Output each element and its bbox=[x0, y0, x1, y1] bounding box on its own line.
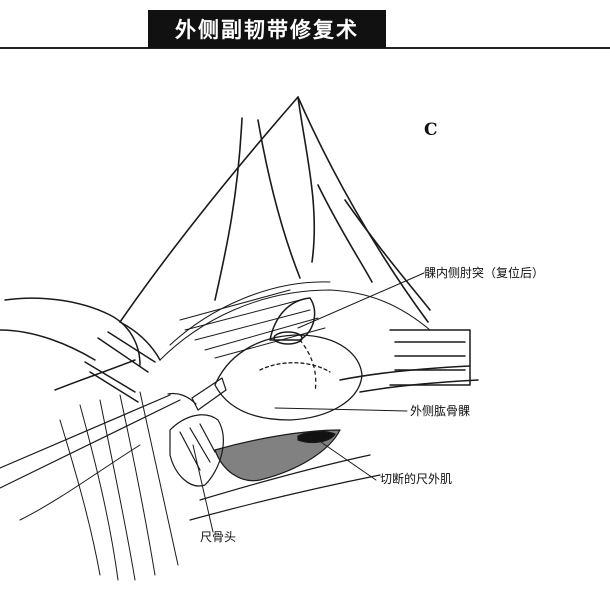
page-title: 外侧副韧带修复术 bbox=[175, 17, 359, 42]
retractor-right bbox=[339, 329, 479, 393]
cut-anconeus bbox=[189, 429, 381, 521]
humeral-condyle bbox=[214, 334, 363, 421]
muscle-belly bbox=[159, 281, 431, 361]
leader-lines bbox=[192, 272, 425, 533]
label-medial-epicondyle: 髁内侧肘突（复位后） bbox=[424, 266, 545, 280]
label-ulnar-head: 尺骨头 bbox=[200, 530, 237, 544]
header-rule bbox=[0, 47, 610, 49]
leader-lateral-epicondyle bbox=[274, 407, 408, 412]
panel-letter: C bbox=[424, 120, 438, 140]
title-banner: 外侧副韧带修复术 bbox=[148, 10, 386, 48]
forceps bbox=[0, 377, 227, 489]
forearm-muscles bbox=[19, 391, 179, 581]
leader-cut-anconeus bbox=[317, 439, 377, 481]
retractor-left bbox=[0, 297, 161, 403]
skin-flap bbox=[119, 96, 431, 323]
label-cut-anconeus: 切断的尺外肌 bbox=[380, 472, 453, 486]
leader-medial-epicondyle bbox=[297, 272, 425, 329]
leader-ulnar-head bbox=[192, 444, 214, 533]
label-lateral-epicondyle: 外侧肱骨髁 bbox=[410, 404, 471, 418]
